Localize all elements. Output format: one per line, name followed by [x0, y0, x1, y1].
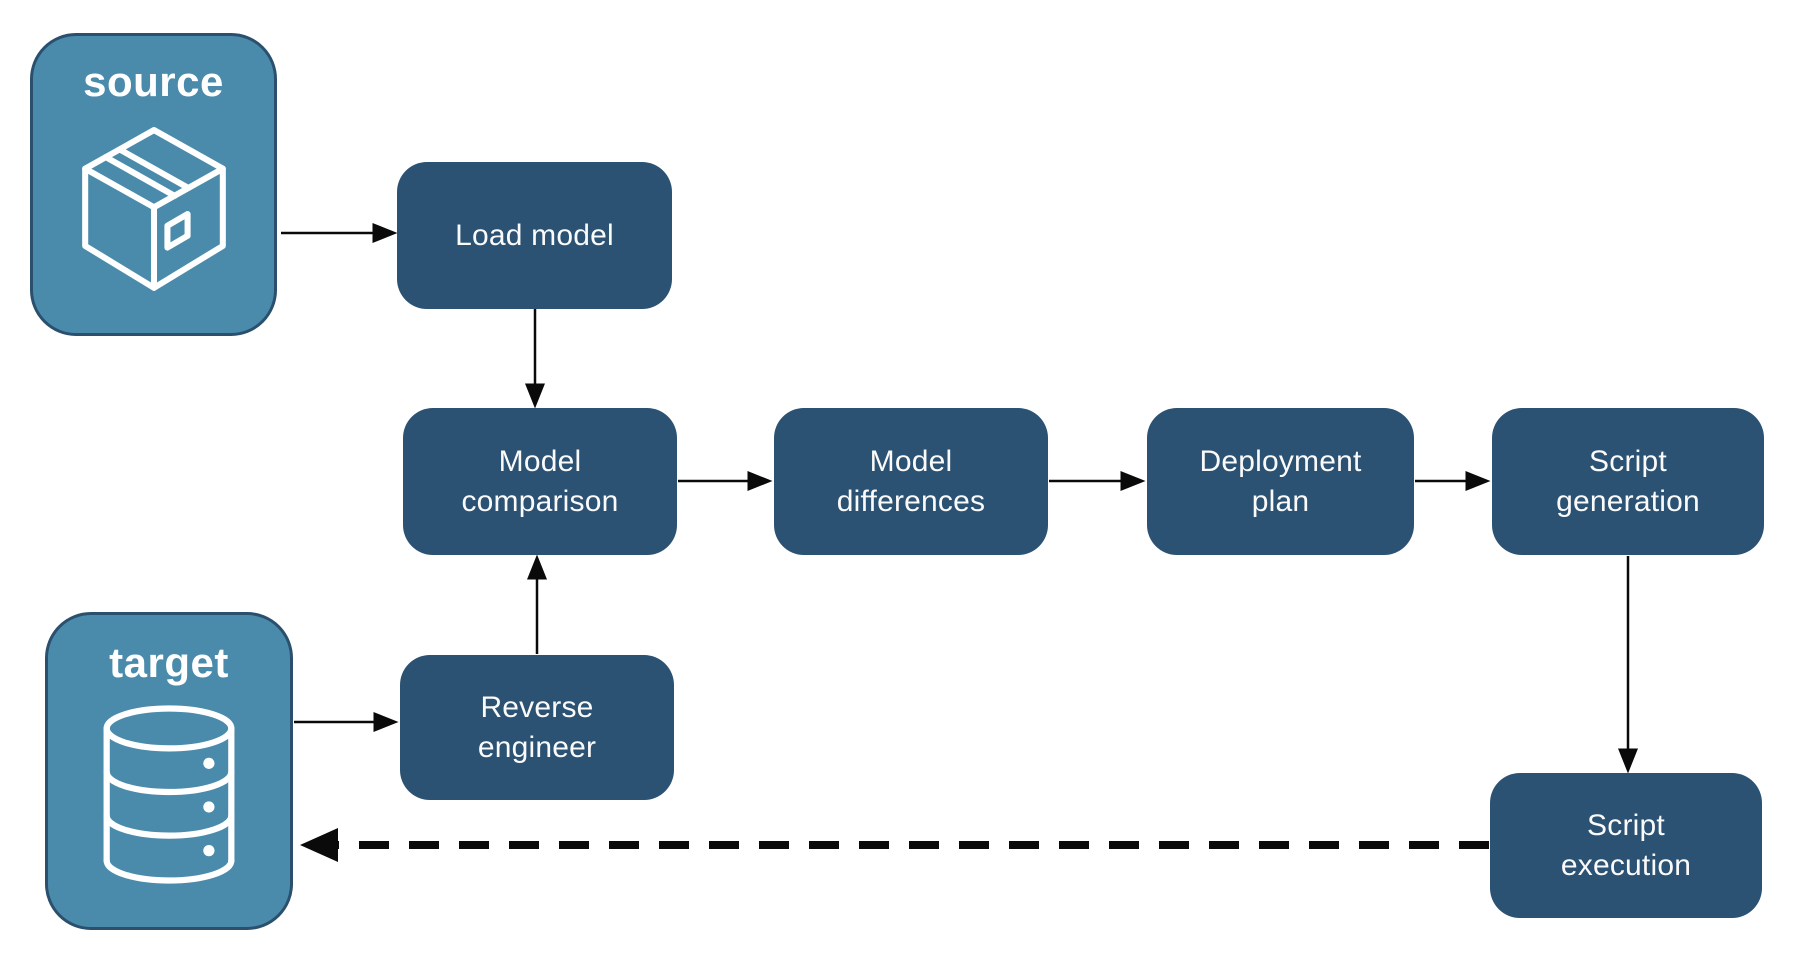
node-model-comparison-label: Model comparison: [461, 444, 619, 518]
endpoint-target: target: [45, 612, 293, 930]
node-model-differences-label: Model differences: [836, 444, 986, 518]
endpoint-source-label: source: [83, 58, 224, 105]
node-script-execution-label: Script execution: [1560, 808, 1692, 882]
node-model-differences: Model differences: [774, 408, 1048, 555]
node-script-execution: Script execution: [1490, 773, 1762, 918]
node-load-model: Load model: [397, 162, 672, 309]
database-icon: [103, 705, 235, 884]
node-reverse-engineer: Reverse engineer: [400, 655, 674, 800]
node-script-generation-label: Script generation: [1556, 444, 1700, 518]
endpoint-source: source: [30, 33, 277, 336]
node-reverse-engineer-label: Reverse engineer: [477, 690, 597, 764]
node-deployment-plan: Deployment plan: [1147, 408, 1414, 555]
node-load-model-label: Load model: [455, 218, 614, 252]
endpoint-target-label: target: [109, 639, 229, 686]
node-script-generation: Script generation: [1492, 408, 1764, 555]
node-model-comparison: Model comparison: [403, 408, 677, 555]
node-deployment-plan-label: Deployment plan: [1199, 444, 1362, 518]
package-box-icon: [81, 127, 226, 291]
